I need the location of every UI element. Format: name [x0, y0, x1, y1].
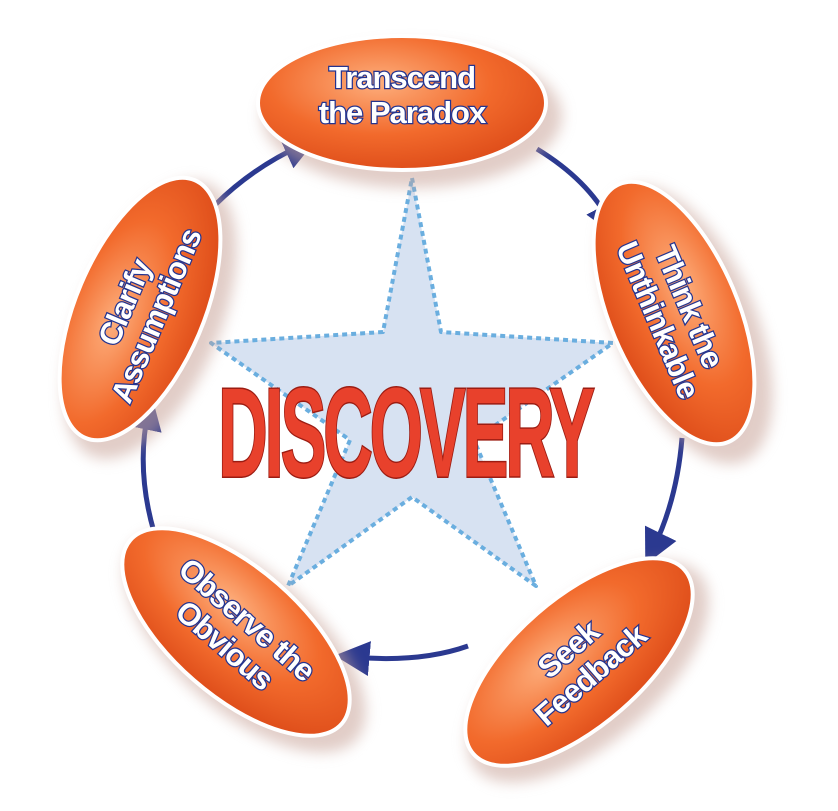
node-seek-feedback: Seek Feedback	[463, 556, 709, 783]
node-transcend-the-paradox: Transcend the Paradox	[256, 34, 562, 188]
center-title: DISCOVERY	[218, 361, 594, 504]
arrow-seek-to-observe	[334, 641, 469, 676]
node-ellipse	[256, 34, 548, 172]
node-ellipse	[463, 556, 695, 768]
node-ellipse	[57, 175, 223, 443]
node-label: the Paradox	[319, 95, 487, 130]
node-ellipse	[591, 179, 757, 447]
star-backdrop	[209, 176, 615, 588]
star-shape	[209, 176, 615, 588]
node-think-the-unthinkable: Think the Unthinkable	[591, 179, 773, 464]
node-label: Transcend	[329, 60, 475, 95]
node-clarify-assumptions: Clarify Assumptions	[57, 175, 237, 459]
arrow-think-to-seek	[644, 437, 685, 565]
node-ellipse	[120, 526, 352, 738]
